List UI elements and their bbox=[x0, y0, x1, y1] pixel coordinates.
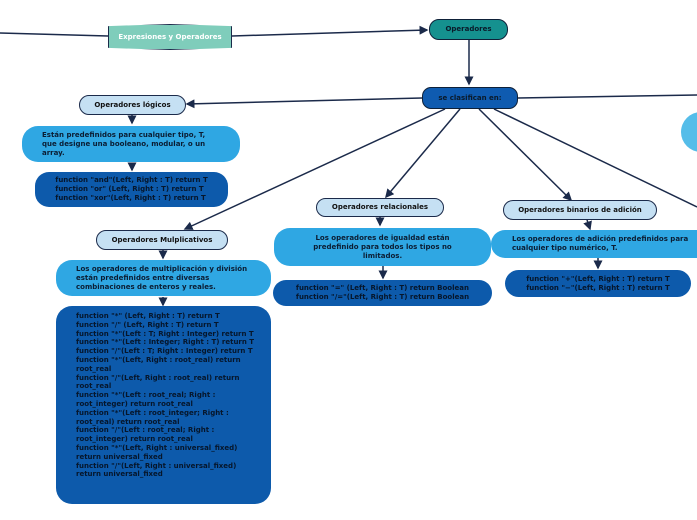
function-line: function "/"(Left : root_real; Right : r… bbox=[76, 426, 217, 444]
function-line: function "*"(Left : root_real; Right : r… bbox=[76, 391, 218, 408]
connector-clasifican-rel bbox=[385, 108, 461, 199]
function-line: function "=" (Left, Right : T) return Bo… bbox=[295, 284, 469, 292]
function-line: function "*" (Left, Right : T) return T bbox=[76, 312, 220, 320]
connector-root-operadores bbox=[231, 25, 429, 37]
adicion-title-node[interactable]: Operadores binarios de adición bbox=[503, 200, 657, 220]
function-line: function "or" (Left, Right : T) return T bbox=[55, 185, 204, 193]
connector-clasifican-logicos bbox=[185, 97, 423, 109]
relacionales-functions-list: function "=" (Left, Right : T) return Bo… bbox=[296, 284, 469, 302]
connector-adic-desc bbox=[583, 219, 592, 231]
multiplicativos-functions-node[interactable]: function "*" (Left, Right : T) return T … bbox=[56, 306, 271, 504]
adicion-functions-node[interactable]: function "+"(Left, Right : T) return T f… bbox=[505, 270, 691, 297]
clasifican-node-label: se clasifican en: bbox=[438, 93, 502, 102]
function-line: function "*"(Left : root_integer; Right … bbox=[76, 408, 232, 426]
logicos-description-node[interactable]: Están predefinidos para cualquier tipo, … bbox=[22, 126, 240, 162]
relacionales-title-node[interactable]: Operadores relacionales bbox=[316, 198, 444, 217]
multiplicativos-title-node[interactable]: Operadores Mulplicativos bbox=[96, 230, 228, 250]
root-node-label: Expresiones y Operadores bbox=[118, 32, 222, 41]
relacionales-description: Los operadores de igualdad están predefi… bbox=[313, 233, 452, 260]
function-line: function "*"(Left, Right : universal_fix… bbox=[76, 443, 240, 461]
logicos-description: Están predefinidos para cualquier tipo, … bbox=[42, 130, 206, 157]
root-node[interactable]: Expresiones y Operadores bbox=[108, 24, 232, 50]
relacionales-title: Operadores relacionales bbox=[331, 203, 429, 211]
adicion-functions-list: function "+"(Left, Right : T) return T f… bbox=[526, 275, 670, 293]
logicos-title: Operadores lógicos bbox=[94, 100, 171, 109]
adicion-description: Los operadores de adición predefinidos p… bbox=[512, 235, 689, 252]
connector-clasifican-right bbox=[517, 94, 697, 99]
multiplicativos-functions-list: function "*" (Left, Right : T) return T … bbox=[76, 312, 257, 479]
function-line: function "/"(Left, Right : universal_fix… bbox=[76, 461, 239, 479]
multiplicativos-description: Los operadores de multiplicación y divis… bbox=[76, 264, 248, 291]
function-line: function "xor"(Left, Right : T) return T bbox=[55, 194, 206, 202]
relacionales-functions-node[interactable]: function "=" (Left, Right : T) return Bo… bbox=[273, 280, 492, 306]
adicion-description-node[interactable]: Los operadores de adición predefinidos p… bbox=[491, 230, 697, 258]
connector-clasifican-adic bbox=[478, 108, 573, 202]
function-line: function "and"(Left, Right : T) return T bbox=[55, 176, 208, 184]
function-line: function "*"(Left : T; Right : Integer) … bbox=[76, 329, 254, 338]
offscreen-node[interactable] bbox=[681, 112, 697, 152]
adicion-title: Operadores binarios de adición bbox=[518, 205, 642, 214]
logicos-functions-node[interactable]: function "and"(Left, Right : T) return T… bbox=[35, 172, 228, 207]
connector-clasifican-mult bbox=[183, 108, 446, 230]
function-line: function "+"(Left, Right : T) return T bbox=[526, 274, 670, 283]
function-line: function "−"(Left, Right : T) return T bbox=[526, 283, 670, 292]
logicos-functions-list: function "and"(Left, Right : T) return T… bbox=[55, 176, 207, 203]
connector-clasifican-far-right bbox=[493, 108, 697, 208]
clasifican-node[interactable]: se clasifican en: bbox=[422, 87, 518, 109]
operadores-node-label: Operadores bbox=[445, 25, 492, 33]
function-line: function "/="(Left, Right : T) return Bo… bbox=[295, 293, 470, 301]
function-line: function "/"(Left, Right : root_real) re… bbox=[76, 373, 242, 391]
function-line: function "/" (Left, Right : T) return T bbox=[76, 320, 219, 329]
function-line: function "*"(Left : Integer; Right : T) … bbox=[76, 338, 255, 347]
relacionales-description-node[interactable]: Los operadores de igualdad están predefi… bbox=[274, 228, 491, 266]
multiplicativos-title: Operadores Mulplicativos bbox=[111, 235, 213, 244]
multiplicativos-description-node[interactable]: Los operadores de multiplicación y divis… bbox=[56, 260, 271, 296]
logicos-title-node[interactable]: Operadores lógicos bbox=[79, 95, 186, 115]
function-line: function "/"(Left : T; Right : Integer) … bbox=[76, 347, 253, 356]
connector-left-edge bbox=[0, 32, 109, 37]
function-line: function "*"(Left, Right : root_real) re… bbox=[76, 355, 244, 373]
operadores-node[interactable]: Operadores bbox=[429, 19, 508, 40]
